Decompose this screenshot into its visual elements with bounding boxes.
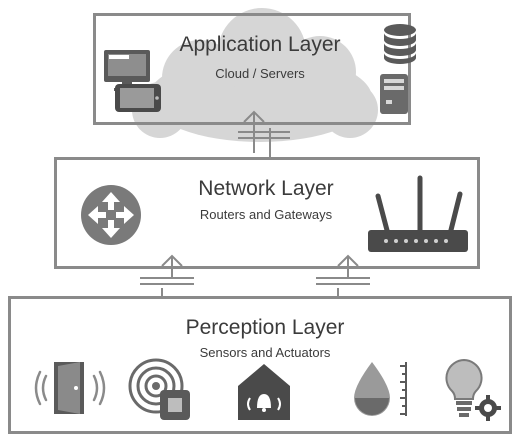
perception-layer-subtitle: Sensors and Actuators <box>199 345 331 360</box>
humidity-sensor-icon <box>354 362 407 416</box>
application-layer-subtitle: Cloud / Servers <box>215 66 305 81</box>
router-icon <box>81 185 141 245</box>
smart-alarm-icon <box>238 364 290 420</box>
perception-layer-title: Perception Layer <box>185 316 345 339</box>
server-tower-icon <box>380 74 408 114</box>
door-sensor-icon <box>34 362 106 414</box>
wifi-gateway-icon <box>368 175 468 252</box>
network-layer-subtitle: Routers and Gateways <box>199 207 333 222</box>
smart-bulb-icon <box>445 358 501 421</box>
database-icon <box>384 24 416 64</box>
application-layer-title: Application Layer <box>179 33 341 56</box>
tablet-icon <box>115 84 161 112</box>
application-layer-frame <box>93 13 411 125</box>
monitor-icon <box>104 50 150 91</box>
proximity-sensor-icon <box>128 358 190 420</box>
network-layer-title: Network Layer <box>198 177 334 200</box>
